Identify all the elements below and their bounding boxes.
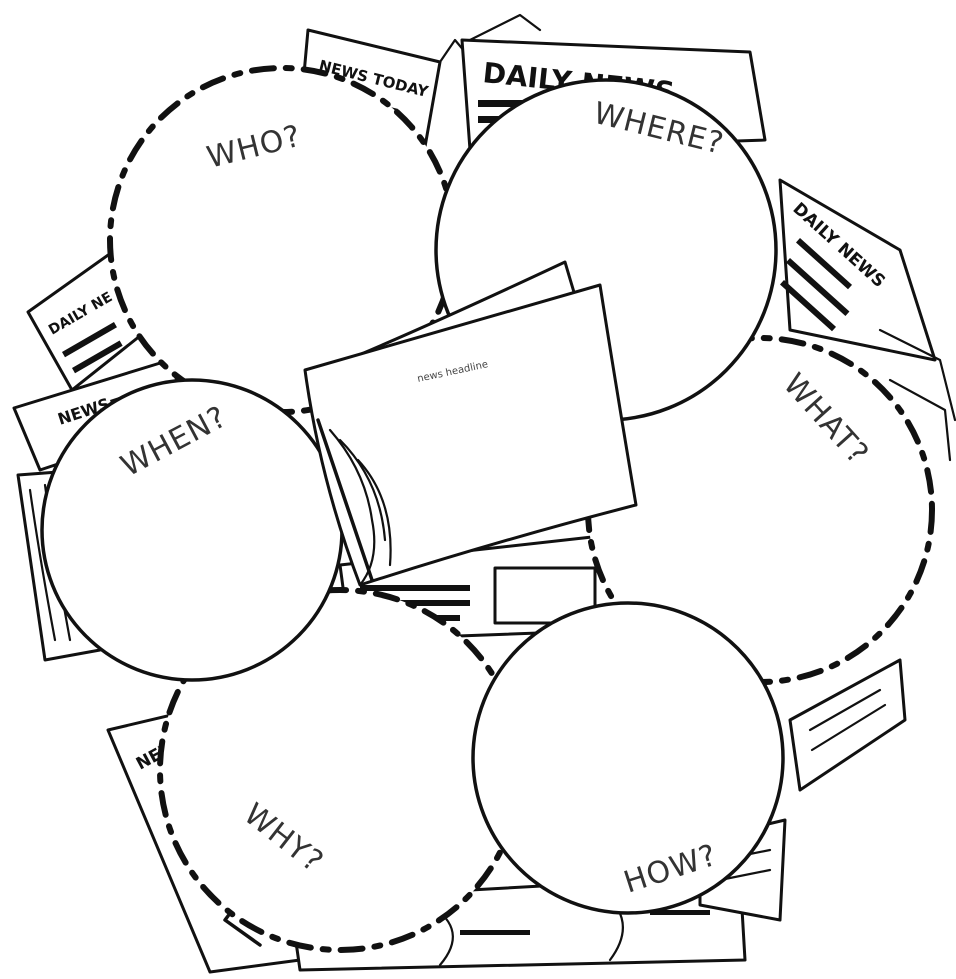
newspaper-right-lower [790, 660, 905, 790]
